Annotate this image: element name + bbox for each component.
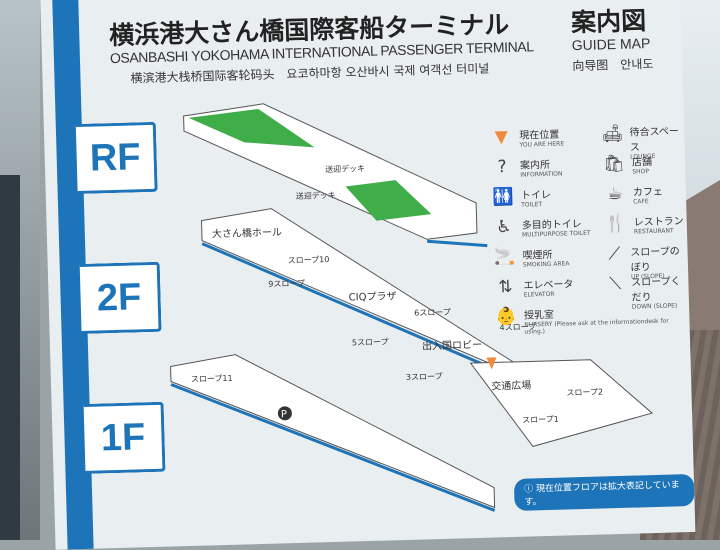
map-label-lobby: 出入国ロビー [421, 339, 483, 353]
you-are-here-icon: ▼ [494, 126, 509, 148]
slope-down-icon: ⟍ [609, 273, 622, 295]
map-label-ciq: CIQプラザ [348, 291, 397, 304]
restaurant-icon: 🍴 [604, 213, 627, 235]
current-floor-note: ⓘ 現在位置フロアは拡大表記しています。 [513, 473, 695, 511]
smoking-area-icon: 🚬 [493, 246, 516, 268]
you-are-here-marker [486, 357, 497, 370]
map-label-slope3: 3スロープ [405, 371, 443, 382]
legend-label-ja: 喫煙所 [522, 249, 553, 262]
toilet-icon: 🚻 [492, 186, 514, 208]
map-label-deck2: 送迎デッキ [295, 190, 336, 201]
legend-label-en: ELEVATOR [523, 290, 555, 299]
legend-label-en: RESTAURANT [633, 227, 674, 236]
legend-label-en: CAFE [633, 198, 649, 206]
legend-label-ja: 待合スペース [629, 126, 679, 154]
map-label-slope10: スロープ10 [287, 255, 330, 266]
legend-label-ja: 案内所 [519, 159, 551, 172]
legend-label-ja: エレベータ [523, 279, 574, 292]
map-label-slope9: 9スロープ [268, 278, 306, 289]
multipurpose-toilet-icon: ♿ [495, 216, 512, 238]
lounge-icon: 🛋 [601, 123, 624, 145]
map-label-slope11: スロープ11 [190, 373, 233, 384]
note-text: 現在位置フロアは拡大表記しています。 [524, 480, 680, 508]
map-label-plaza: 交通広場 [491, 380, 532, 393]
map-label-slope2: スロープ2 [566, 387, 604, 398]
1f-edge [170, 383, 496, 512]
map-label-slope1: スロープ1 [522, 414, 559, 425]
floor-maps: P [170, 103, 654, 512]
legend-label-en: INFORMATION [520, 170, 563, 179]
map-label-deck1: 送迎デッキ [325, 163, 366, 175]
legend-label-ja: カフェ [632, 186, 664, 199]
legend-label-ja: トイレ [520, 189, 552, 202]
dark-post [0, 175, 20, 540]
map-label-slope6: 6スロープ [414, 307, 451, 318]
1f-right-plaza [469, 359, 654, 447]
legend-label-en: SHOP [632, 168, 650, 176]
legend-label-ja: 現在位置 [519, 129, 560, 142]
map-label-slope5: 5スロープ [351, 337, 389, 348]
map-label-hall: 大さん橋ホール [211, 227, 283, 241]
legend-label-ja: レストラン [633, 216, 684, 229]
slope-up-icon: ⟋ [608, 243, 621, 265]
rf-green-lawn-2 [345, 180, 432, 221]
legend-label-ja: スロープのぼり [630, 246, 680, 274]
elevator-icon: ⇅ [498, 276, 513, 298]
cafe-icon: ☕ [607, 183, 623, 205]
shop-icon: 🛍 [603, 153, 626, 175]
2f-edge [201, 242, 522, 383]
1f-floor [170, 354, 496, 509]
rf-green-lawn-1 [188, 108, 315, 148]
information-icon: ? [497, 157, 507, 178]
legend-label-en: SMOKING AREA [522, 260, 570, 269]
rf-edge [427, 239, 488, 248]
legend-label-en: YOU ARE HERE [519, 140, 565, 149]
parking-sign [277, 406, 292, 421]
parking-label: P [281, 409, 287, 420]
legend-label-ja: スロープくだり [631, 276, 681, 304]
legend-label-en: TOILET [521, 201, 543, 209]
legend-label-ja: 店舗 [631, 156, 653, 169]
nursery-icon: 👶 [495, 306, 518, 328]
guide-map-sign: RF 2F 1F 横浜港大さん橋国際客船ターミナル 案内図 OSANBASHI … [40, 0, 696, 550]
